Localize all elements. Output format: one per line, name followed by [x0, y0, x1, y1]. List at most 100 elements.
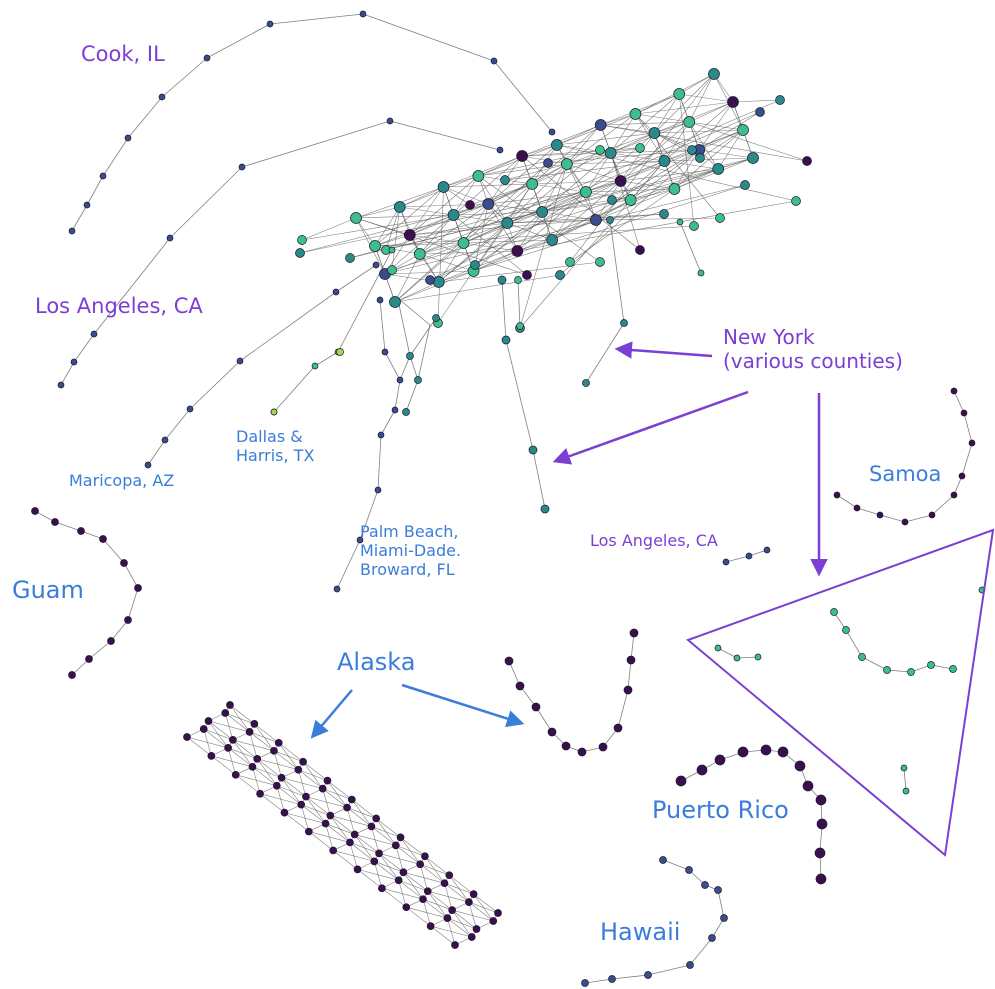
alaska-node [274, 738, 283, 747]
alaska-edge [419, 864, 445, 884]
core-edge [385, 206, 401, 251]
palm-edge [397, 299, 411, 357]
alaska-node [445, 871, 454, 880]
core-edge [463, 203, 489, 244]
samoa-chain-edge [963, 412, 973, 444]
alaska-edge [330, 815, 355, 835]
alaska-edge [305, 796, 331, 816]
core-edge [409, 175, 479, 236]
core-edge [394, 274, 561, 303]
alaska-node [272, 781, 281, 790]
core-node [447, 209, 460, 221]
palm-beach-chain-node [377, 431, 385, 439]
alaska-edge [375, 818, 397, 846]
core-node [437, 181, 450, 193]
cook-chain-node [203, 54, 211, 62]
core-edge [438, 242, 464, 283]
core-edge [474, 191, 587, 266]
alaska-edge [249, 731, 258, 759]
alaska-node [277, 773, 286, 782]
core-node [432, 276, 445, 288]
alaska-edge [473, 893, 494, 922]
ny-chain-edge [679, 221, 702, 274]
maricopa-chain-node [332, 288, 340, 296]
core-edge [522, 124, 601, 157]
palm-beach-chain-node [406, 352, 414, 360]
label-los-angeles-small: Los Angeles, CA [590, 531, 718, 550]
alaska-edge [424, 856, 445, 884]
guam-chain-node [134, 584, 142, 592]
samoa-chain-node [901, 518, 909, 526]
palm-edge [417, 324, 431, 381]
alaska-node [304, 827, 313, 836]
core-edge [438, 270, 474, 283]
alaska-edge [298, 769, 323, 789]
alaska-chain-edge [627, 659, 632, 691]
cook-chain-node [68, 227, 76, 235]
alaska-edge [400, 837, 426, 857]
alaska-node [367, 822, 376, 831]
core-edge [519, 160, 665, 329]
alaska-edge [308, 831, 334, 851]
edges-layer [34, 13, 973, 984]
core-node [565, 257, 575, 267]
core-edge [531, 124, 601, 185]
core-edge [654, 132, 693, 151]
dallas-node [336, 348, 344, 356]
core-node [791, 196, 801, 206]
palm-beach-chain-node [432, 314, 440, 322]
ny-chain-edge [609, 219, 625, 324]
alaska-edge [419, 864, 429, 892]
alaska-edge [422, 899, 431, 927]
alaska-node [426, 922, 435, 930]
ny-small-chain-node [714, 644, 722, 652]
ny-small-chain-node [883, 666, 891, 674]
core-node [658, 155, 671, 167]
la-small-chain-node [722, 558, 730, 566]
core-edge [654, 101, 734, 134]
cook-chain-edge [493, 60, 553, 133]
core-node [712, 163, 725, 175]
dallas-chain-edge [314, 351, 339, 367]
samoa-chain-node [960, 409, 968, 417]
alaska-node [245, 728, 254, 736]
puerto-rico-chain-node [794, 760, 806, 772]
puerto-rico-chain-node [714, 754, 726, 766]
guam-chain-node [77, 527, 85, 535]
core-edge [394, 253, 421, 303]
core-edge [635, 113, 721, 219]
alaska-edge [225, 712, 250, 733]
alaska-edge [298, 769, 307, 797]
core-node [551, 139, 563, 151]
alaska-node [375, 849, 383, 858]
core-edge [374, 186, 444, 247]
core-edge [453, 214, 528, 276]
core-node [635, 143, 645, 153]
cook-chain-edge [127, 96, 163, 139]
alaska-edge [468, 902, 477, 930]
palm-beach-chain-edge [384, 351, 401, 381]
core-edge [542, 180, 621, 213]
alaska-edge [332, 850, 358, 870]
core-edge [556, 113, 636, 146]
ny-chain-node [497, 275, 507, 285]
core-edge [569, 73, 715, 263]
alaska-node [423, 887, 432, 896]
alaska-edge [254, 723, 279, 744]
alaska-node [248, 762, 257, 771]
core-node [607, 195, 617, 205]
alaska-edge [346, 807, 372, 827]
core-edge [488, 203, 543, 213]
core-edge [698, 101, 734, 151]
puerto-rico-chain-node [760, 744, 772, 756]
hawaii-chain-edge [711, 917, 725, 939]
alaska-node [494, 909, 502, 917]
alaska-node [472, 925, 481, 933]
core-edge [595, 199, 631, 221]
label-palm-beach-fl: Palm Beach, Miami-Dade. Broward, FL [360, 522, 462, 580]
label-dallas-harris-tx: Dallas & Harris, TX [236, 427, 315, 466]
core-node [516, 150, 528, 162]
alaska-edge [322, 788, 331, 816]
core-node [561, 158, 573, 170]
